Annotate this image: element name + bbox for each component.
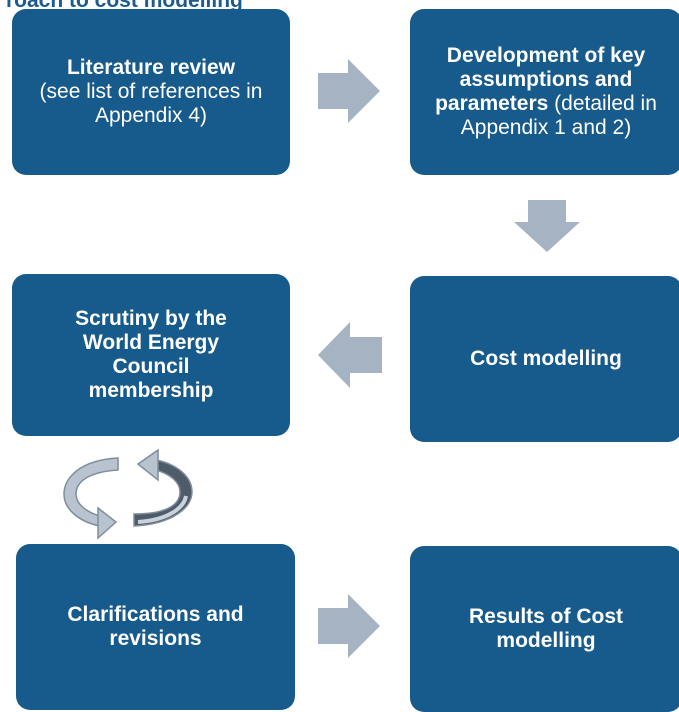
arrow-right-top <box>318 59 380 123</box>
box-results: Results of Cost modelling <box>410 546 679 712</box>
box-cost-modelling: Cost modelling <box>410 276 679 442</box>
development-bold: Development of key assumptions and param… <box>435 44 646 115</box>
arrow-down <box>514 200 580 252</box>
results-text: Results of Cost modelling <box>440 605 652 653</box>
box-literature-review: Literature review (see list of reference… <box>12 9 290 175</box>
literature-review-bold: Literature review <box>66 56 236 79</box>
cycle-arrows-icon <box>58 444 198 540</box>
arrow-right-bottom <box>318 594 380 658</box>
development-text: Development of key assumptions and param… <box>416 44 676 140</box>
development-detail: (detailed in Appendix 1 and 2) <box>460 92 657 139</box>
clarifications-text: Clarifications and revisions <box>38 603 273 651</box>
literature-review-text: Literature review (see list of reference… <box>32 56 270 128</box>
scrutiny-bold: Scrutiny by the World Energy Council mem… <box>75 307 227 402</box>
literature-review-detail: (see list of references in Appendix 4) <box>39 80 263 127</box>
clarifications-bold: Clarifications and revisions <box>67 603 244 650</box>
cost-modelling-text: Cost modelling <box>470 347 622 371</box>
box-clarifications: Clarifications and revisions <box>16 544 295 710</box>
cost-modelling-bold: Cost modelling <box>470 347 622 370</box>
scrutiny-text: Scrutiny by the World Energy Council mem… <box>62 307 240 403</box>
results-bold: Results of Cost modelling <box>468 605 623 652</box>
box-scrutiny: Scrutiny by the World Energy Council mem… <box>12 274 290 436</box>
arrow-left <box>318 322 382 388</box>
box-development: Development of key assumptions and param… <box>410 9 679 175</box>
